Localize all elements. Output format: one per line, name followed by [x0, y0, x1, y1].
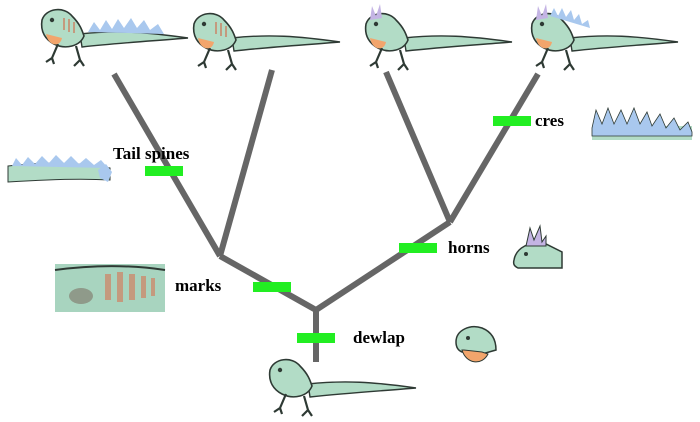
branch-taxon-2 [217, 69, 275, 257]
crest-label: cres [535, 111, 564, 130]
dewlap-marker [297, 333, 335, 343]
branch-taxon-4 [447, 72, 541, 224]
marks-marker [253, 282, 291, 292]
tail-spines-marker [145, 166, 183, 176]
cladogram-branches [111, 69, 541, 362]
dewlap-closeup-icon [455, 326, 497, 363]
tail-spines-closeup-icon [7, 155, 112, 183]
horns-marker [399, 243, 437, 253]
marks-label: marks [175, 276, 222, 295]
lizard-dewlap-marks-icon [192, 12, 342, 72]
lizard-dewlap-marks-tail-spines-icon [40, 8, 190, 68]
tail-spines-label: Tail spines [113, 144, 190, 163]
trait-markers [145, 116, 531, 343]
lizard-ancestor-icon [268, 358, 418, 418]
dewlap-label: dewlap [353, 328, 405, 347]
lizard-dewlap-horns-icon [364, 4, 514, 72]
branch-taxon-3 [383, 70, 453, 224]
crest-closeup-icon [591, 106, 693, 140]
lizard-dewlap-horns-crest-icon [530, 4, 680, 72]
branch-taxon-1 [111, 72, 223, 258]
marks-closeup-icon [54, 264, 166, 312]
horns-label: horns [448, 238, 490, 257]
horns-closeup-icon [512, 224, 563, 269]
crest-marker [493, 116, 531, 126]
branch-root-right [314, 219, 452, 313]
